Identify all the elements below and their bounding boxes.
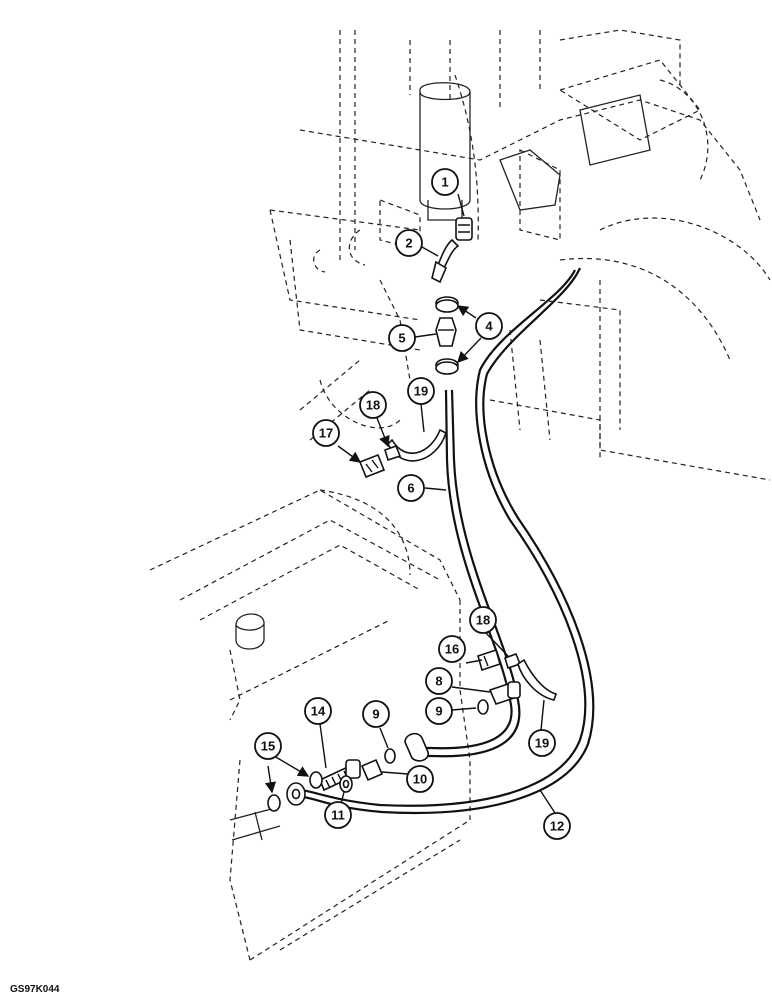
svg-text:16: 16 [445, 642, 459, 657]
clip-18-upper [384, 444, 402, 462]
callout-15: 15 [254, 732, 282, 760]
svg-text:19: 19 [535, 736, 549, 751]
callout-11: 11 [324, 801, 352, 829]
elbow-fitting-right [404, 732, 429, 762]
svg-text:14: 14 [311, 704, 326, 719]
callout-19-upper: 19 [407, 377, 435, 405]
callout-9-right: 9 [425, 697, 453, 725]
filter-5 [435, 317, 457, 347]
bolt-14 [318, 759, 361, 792]
svg-text:1: 1 [441, 175, 448, 190]
washer-9-left [384, 748, 396, 764]
callout-16: 16 [438, 635, 466, 663]
callout-1: 1 [431, 168, 459, 196]
callout-17: 17 [312, 419, 340, 447]
callout-18-lower: 18 [469, 606, 497, 634]
callouts: 1 2 4 5 19 18 17 6 18 16 8 9 9 19 14 15 … [254, 168, 571, 840]
callout-4: 4 [475, 312, 503, 340]
bolt-8 [488, 681, 521, 705]
callout-6: 6 [397, 474, 425, 502]
callout-8: 8 [425, 667, 453, 695]
washer-9-right [477, 699, 489, 715]
engine-background [269, 29, 771, 481]
svg-text:12: 12 [550, 819, 564, 834]
strap-19-lower [517, 658, 558, 701]
callout-14: 14 [304, 697, 332, 725]
elbow-2 [431, 238, 460, 284]
callout-19-lower: 19 [528, 729, 556, 757]
svg-text:2: 2 [405, 236, 412, 251]
leader-lines [264, 193, 558, 817]
reference-code: GS97K044 [10, 984, 60, 995]
washer-15-a [309, 771, 323, 789]
svg-text:19: 19 [414, 384, 428, 399]
callout-12: 12 [543, 812, 571, 840]
fitting-1 [455, 217, 473, 241]
tank-outline [149, 489, 471, 961]
svg-text:6: 6 [407, 481, 414, 496]
callout-9-left: 9 [362, 700, 390, 728]
svg-text:4: 4 [485, 319, 493, 334]
washer-15-b [267, 794, 281, 812]
svg-text:8: 8 [435, 674, 442, 689]
svg-text:11: 11 [331, 808, 345, 823]
svg-text:9: 9 [435, 704, 442, 719]
banjo-fitting-left [286, 782, 306, 806]
bracket-17 [358, 453, 386, 479]
adapter-10 [360, 758, 384, 782]
strap-19-upper [387, 428, 447, 462]
svg-text:18: 18 [476, 613, 490, 628]
callout-10: 10 [406, 765, 434, 793]
svg-text:5: 5 [398, 331, 405, 346]
svg-text:18: 18 [366, 398, 380, 413]
callout-5: 5 [388, 324, 416, 352]
hose-clamp-upper [435, 296, 459, 313]
svg-text:15: 15 [261, 739, 275, 754]
callout-2: 2 [395, 229, 423, 257]
callout-18-upper: 18 [359, 391, 387, 419]
svg-text:10: 10 [413, 772, 427, 787]
svg-text:17: 17 [319, 426, 333, 441]
washer-11 [339, 775, 353, 793]
hose-clamp-lower [435, 358, 459, 375]
svg-text:9: 9 [372, 707, 379, 722]
hose-12 [299, 267, 595, 815]
bracket-16 [477, 648, 501, 672]
